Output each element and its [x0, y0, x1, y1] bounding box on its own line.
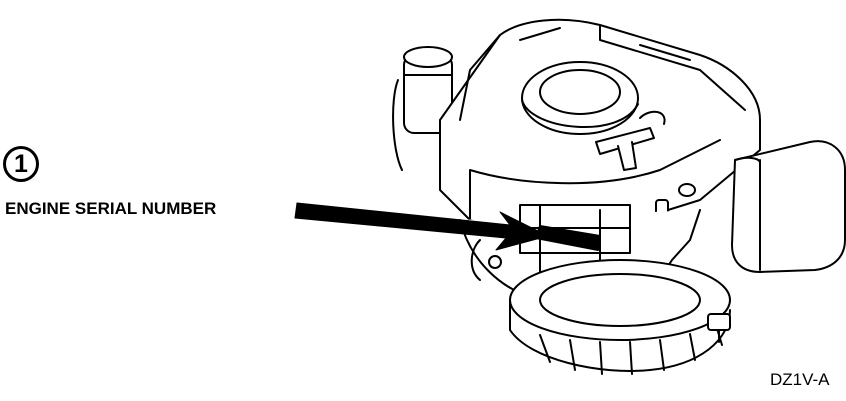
callout-number-text: 1 [14, 149, 28, 178]
figure-code: DZ1V-A [770, 370, 830, 389]
fuel-cap [392, 46, 453, 171]
serial-number-arrow [294, 202, 549, 251]
callout-number-badge: 1 [3, 146, 39, 182]
mounting-bolt [707, 313, 731, 343]
callout-label: ENGINE SERIAL NUMBER [5, 199, 217, 218]
air-cleaner [731, 140, 846, 273]
recoil-starter [521, 61, 639, 135]
starter-handle [595, 110, 666, 171]
base-flange [509, 259, 731, 375]
